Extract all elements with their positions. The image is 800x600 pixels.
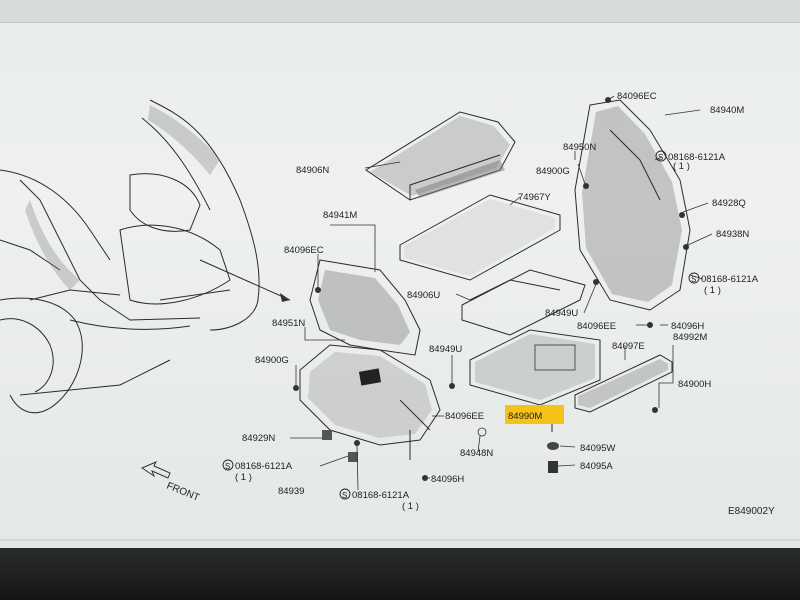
part-label: 84096EE — [577, 321, 616, 332]
part-label: 84949U — [545, 308, 578, 319]
left-side-trim — [293, 259, 487, 481]
part-label: 84096EC — [284, 245, 324, 256]
part-label: 84900G — [255, 355, 289, 366]
part-label: 84906U — [407, 290, 440, 301]
part-label: 74967Y — [518, 192, 551, 203]
right-side-trim — [574, 97, 691, 328]
part-label: 08168-6121A — [701, 274, 759, 285]
part-label: 08168-6121A — [352, 490, 410, 501]
svg-text:S: S — [225, 462, 230, 471]
part-label: 84929N — [242, 433, 275, 444]
part-label: 84938N — [716, 229, 749, 240]
page-top-strip — [0, 0, 800, 23]
monitor-bezel — [0, 548, 800, 600]
screw-symbol-icon — [688, 272, 700, 284]
part-label: 84097E — [612, 341, 645, 352]
part-label: ( 1 ) — [704, 285, 721, 296]
part-label: 84941M — [323, 210, 357, 221]
part-label: 84928Q — [712, 198, 746, 209]
vehicle-outline — [0, 99, 291, 414]
part-label: 84949U — [429, 344, 462, 355]
part-label: 84951N — [272, 318, 305, 329]
part-label: 08168-6121A — [235, 461, 293, 472]
screw-symbol-icons: S S S S — [222, 150, 700, 500]
part-label: 84950N — [563, 142, 596, 153]
part-label: 84095W — [580, 443, 615, 454]
sill-plate — [574, 354, 673, 413]
part-label: ( 1 ) — [673, 161, 690, 172]
tonneau-cover — [365, 111, 516, 201]
part-label: ( 1 ) — [235, 472, 252, 483]
svg-text:S: S — [691, 275, 696, 284]
svg-text:S: S — [342, 491, 347, 500]
front-arrow: FRONT — [140, 461, 201, 504]
part-labels: 84906N 84941M 84096EC 84951N 84900G 8492… — [235, 91, 759, 512]
part-label: 84096EC — [617, 91, 657, 102]
parts-diagram: FRONT S S S S 84906N 84941M 84096EC 8495… — [0, 91, 800, 541]
part-label: 84940M — [710, 105, 744, 116]
part-label: 08168-6121A — [668, 152, 726, 163]
highlight-box — [505, 405, 564, 424]
part-label: 84990M — [508, 411, 542, 422]
screw-symbol-icon — [655, 150, 667, 162]
part-label: 84096H — [671, 321, 704, 332]
diagram-page — [0, 0, 800, 556]
part-label: 84095A — [580, 461, 613, 472]
part-label: 84948N — [460, 448, 493, 459]
figure-code: E849002Y — [728, 506, 775, 517]
screw-symbol-icon — [222, 459, 234, 471]
leader-lines — [290, 95, 713, 491]
part-label: 84096EE — [445, 411, 484, 422]
luggage-board — [399, 194, 586, 336]
part-label: 84992M — [673, 332, 707, 343]
part-label: 84900H — [678, 379, 711, 390]
part-label: ( 1 ) — [402, 501, 419, 512]
part-label: 84900G — [536, 166, 570, 177]
screw-symbol-icon — [339, 488, 351, 500]
part-label: 84906N — [296, 165, 329, 176]
part-label: 84939 — [278, 486, 304, 497]
storage-tray — [469, 329, 601, 473]
part-label: 84096H — [431, 474, 464, 485]
front-label: FRONT — [165, 481, 201, 504]
svg-text:S: S — [658, 153, 663, 162]
